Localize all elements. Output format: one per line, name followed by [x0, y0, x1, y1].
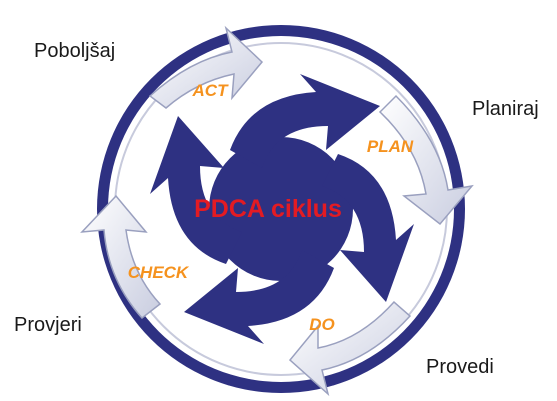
center-title: PDCA ciklus [194, 195, 342, 223]
ring-arrow-bottom [288, 300, 412, 397]
center-pinwheel [150, 74, 414, 344]
outer-label-do: Provedi [426, 356, 494, 378]
stage-label-act: ACT [192, 81, 230, 100]
ring-arrow-right [378, 94, 474, 226]
outer-label-check: Provjeri [14, 314, 82, 336]
stage-label-do: DO [309, 315, 335, 334]
ring-arrow-top [148, 25, 264, 109]
outer-label-plan: Planiraj [472, 98, 539, 120]
ring-arrow-left [80, 194, 162, 320]
outer-label-improve: Poboljšaj [34, 40, 116, 62]
stage-label-check: CHECK [128, 263, 190, 282]
stage-label-plan: PLAN [367, 137, 414, 156]
